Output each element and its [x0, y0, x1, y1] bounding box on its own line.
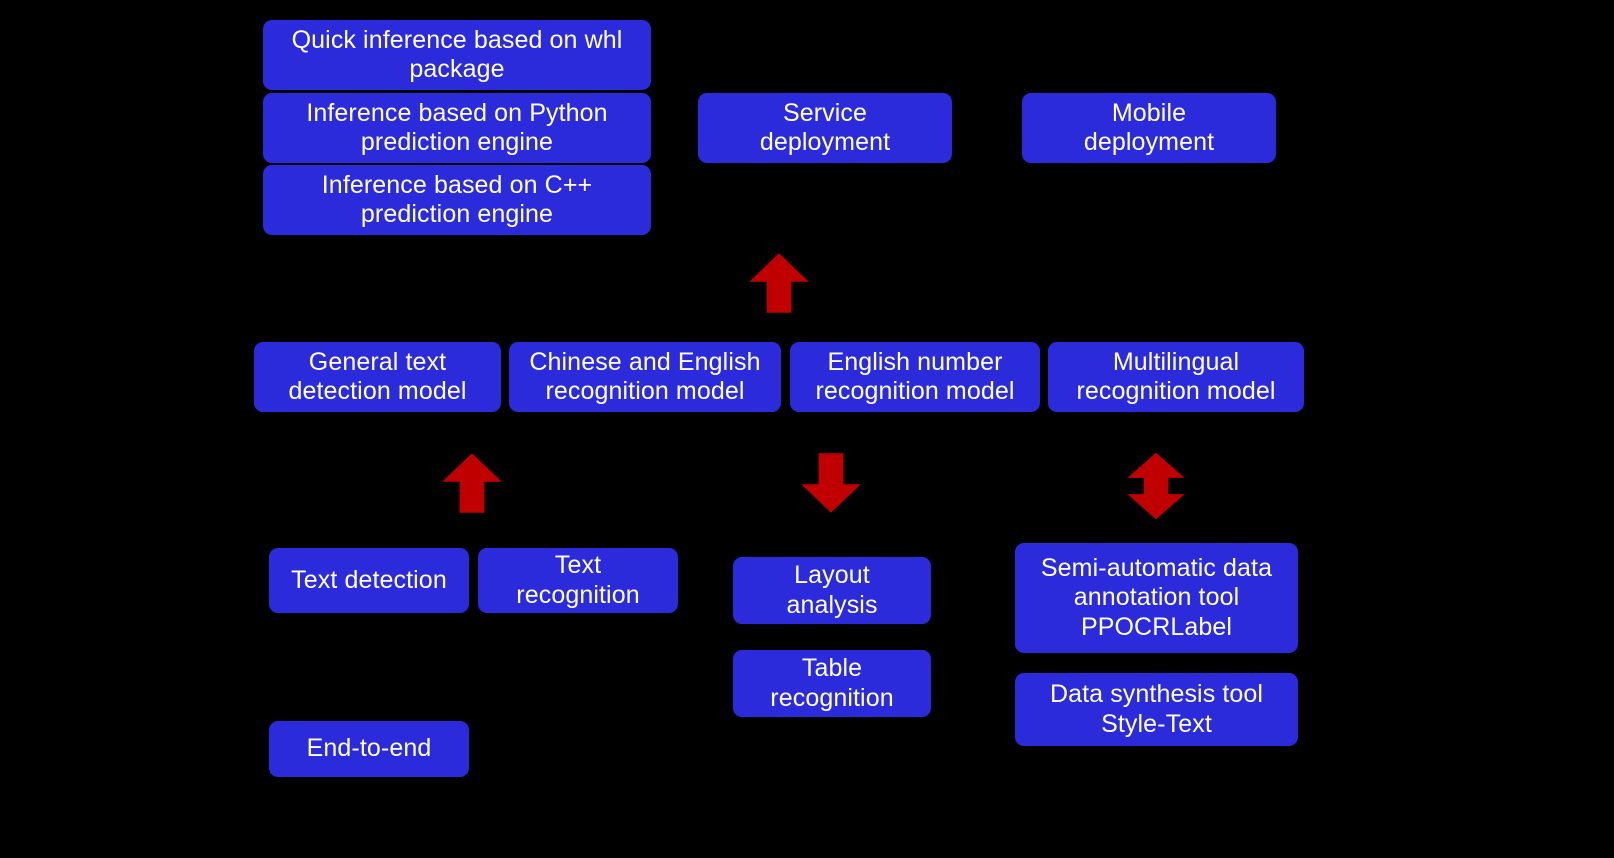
node-text-detection[interactable]: Text detection	[269, 548, 469, 613]
node-ppocrlabel-annotation-tool[interactable]: Semi-automatic data annotation tool PPOC…	[1015, 543, 1298, 653]
node-english-number-recognition-model[interactable]: English number recognition model	[790, 342, 1040, 412]
node-general-text-detection-model[interactable]: General text detection model	[254, 342, 501, 412]
node-style-text-synthesis-tool[interactable]: Data synthesis tool Style-Text	[1015, 673, 1298, 746]
arrow-models-to-document-analysis-icon	[800, 452, 862, 514]
node-inference-cpp-engine[interactable]: Inference based on C++ prediction engine	[263, 165, 651, 235]
arrow-algorithms-to-models-icon	[441, 452, 503, 514]
node-chinese-english-recognition-model[interactable]: Chinese and English recognition model	[509, 342, 781, 412]
node-end-to-end[interactable]: End-to-end	[269, 721, 469, 777]
node-service-deployment[interactable]: Service deployment	[698, 93, 952, 163]
node-layout-analysis[interactable]: Layout analysis	[733, 557, 931, 624]
node-quick-inference-whl[interactable]: Quick inference based on whl package	[263, 20, 651, 90]
node-multilingual-recognition-model[interactable]: Multilingual recognition model	[1048, 342, 1304, 412]
arrow-models-data-tools-bidirectional-icon	[1125, 452, 1187, 520]
node-text-recognition[interactable]: Text recognition	[478, 548, 678, 613]
node-mobile-deployment[interactable]: Mobile deployment	[1022, 93, 1276, 163]
arrow-models-to-deployment-icon	[748, 252, 810, 314]
node-inference-python-engine[interactable]: Inference based on Python prediction eng…	[263, 93, 651, 163]
node-table-recognition[interactable]: Table recognition	[733, 650, 931, 717]
